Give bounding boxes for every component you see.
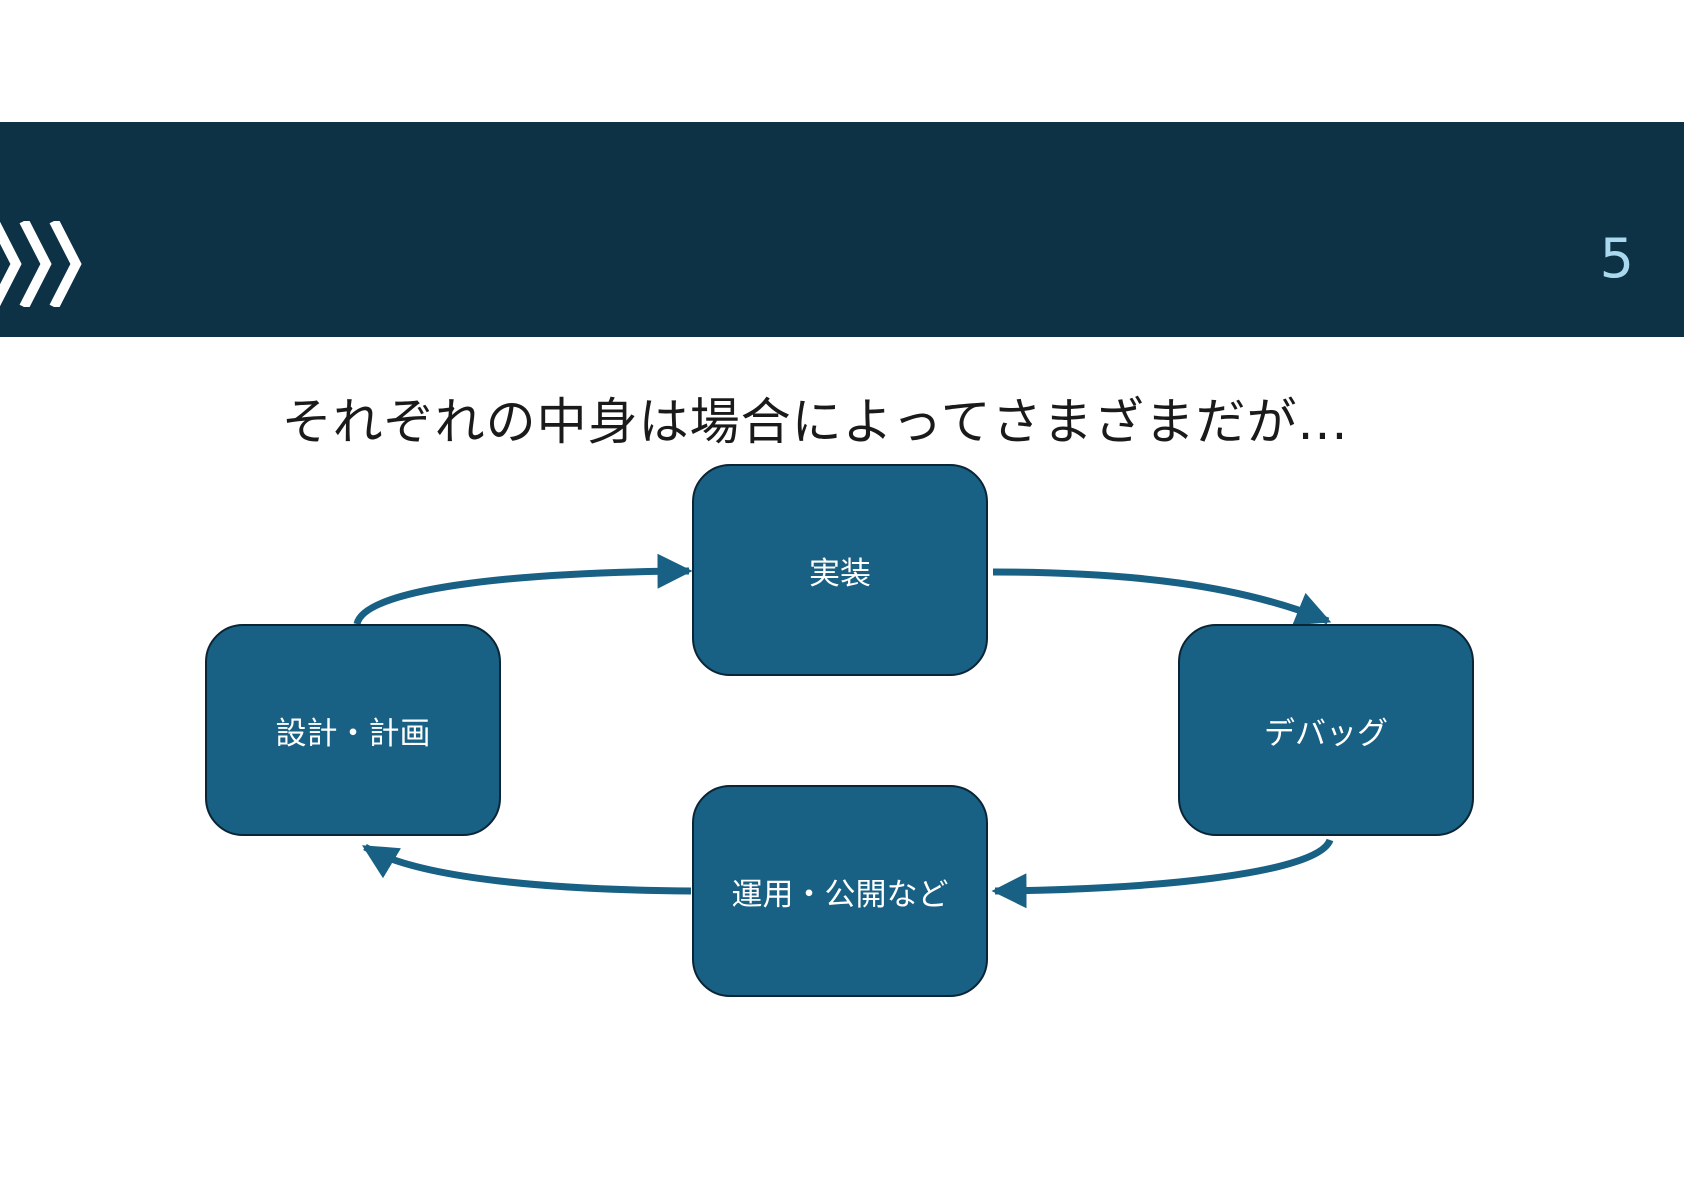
node-label: 設計・計画: [275, 715, 431, 752]
arrow-debug-to-operation: [991, 838, 1334, 909]
node-label: 実装: [809, 555, 871, 592]
page-subtitle: それぞれの中身は場合によってさまざまだが...: [0, 382, 1684, 454]
node-design: 設計・計画: [205, 624, 501, 836]
node-label: デバッグ: [1264, 715, 1388, 752]
subtitle-text: それぞれの中身は場合によってさまざまだが...: [281, 393, 1349, 451]
header-band: [0, 122, 1684, 337]
arrow-design-to-implementation: [353, 553, 693, 626]
node-debug: デバッグ: [1178, 624, 1474, 836]
arrow-operation-to-design: [361, 843, 692, 895]
node-implementation: 実装: [692, 464, 988, 676]
arrow-implementation-to-debug: [992, 568, 1332, 626]
node-label: 運用・公開など: [731, 876, 949, 913]
page-number: 5: [1599, 227, 1634, 290]
node-operation: 運用・公開など: [692, 785, 988, 997]
chevron-right-icon: [0, 221, 82, 307]
